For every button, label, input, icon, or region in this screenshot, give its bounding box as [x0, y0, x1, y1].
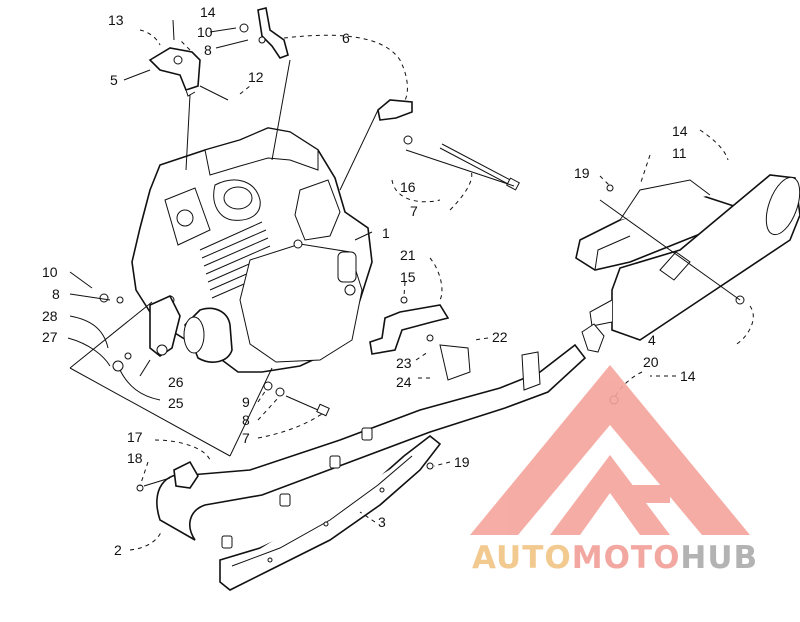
watermark-part-hub: HUB [680, 540, 759, 576]
callout-24: 24 [396, 374, 412, 390]
pipe-bracket [369, 296, 471, 381]
callout-10: 10 [197, 24, 213, 40]
callout-15: 15 [400, 269, 416, 285]
head-pipe [156, 343, 587, 541]
pipe-heat-guard [219, 427, 442, 591]
callout-23: 23 [396, 355, 412, 371]
callout-14: 14 [672, 123, 688, 139]
upper-bracket [239, 7, 289, 59]
callout-28: 28 [42, 308, 58, 324]
engine-assembly [131, 127, 373, 373]
hanger-clip [377, 99, 413, 145]
heat-shield [575, 179, 750, 271]
callout-labels: 13 14 10 8 6 5 12 14 11 19 16 7 1 21 15 … [42, 4, 696, 558]
long-bolt-upper [439, 143, 520, 191]
callout-19: 19 [574, 165, 590, 181]
callout-8: 8 [52, 286, 60, 302]
callout-12: 12 [248, 69, 264, 85]
callout-6: 6 [342, 30, 350, 46]
callout-13: 13 [108, 12, 124, 28]
callout-5: 5 [110, 72, 118, 88]
callout-8: 8 [242, 412, 250, 428]
callout-11: 11 [672, 145, 687, 161]
callout-17: 17 [127, 429, 143, 445]
callout-9: 9 [242, 394, 250, 410]
lower-mount-bracket [99, 293, 181, 372]
watermark-brand-text: AUTOMOTOHUB [472, 540, 758, 576]
engine-mount-bracket [148, 47, 201, 97]
callout-7: 7 [410, 203, 418, 219]
callout-2: 2 [114, 542, 122, 558]
callout-10: 10 [42, 264, 58, 280]
callout-8: 8 [204, 42, 212, 58]
callout-1: 1 [382, 225, 390, 241]
callout-20: 20 [643, 354, 659, 370]
automotohub-logo-icon [470, 365, 750, 535]
muffler [589, 174, 800, 341]
callout-14: 14 [680, 368, 696, 384]
callout-4: 4 [648, 332, 656, 348]
callout-18: 18 [127, 450, 143, 466]
callout-21: 21 [400, 247, 416, 263]
callout-7: 7 [242, 430, 250, 446]
callout-3: 3 [378, 514, 386, 530]
callout-26: 26 [168, 374, 184, 390]
hardware-bolt-set [136, 381, 434, 492]
callout-16: 16 [400, 179, 416, 195]
leader-lines [67, 19, 754, 551]
callout-25: 25 [168, 395, 184, 411]
watermark-part-auto: AUTO [472, 540, 572, 576]
watermark-part-moto: MOTO [571, 540, 681, 576]
callout-22: 22 [492, 329, 508, 345]
callout-14: 14 [200, 4, 216, 20]
callout-27: 27 [42, 329, 58, 345]
callout-19: 19 [454, 454, 470, 470]
